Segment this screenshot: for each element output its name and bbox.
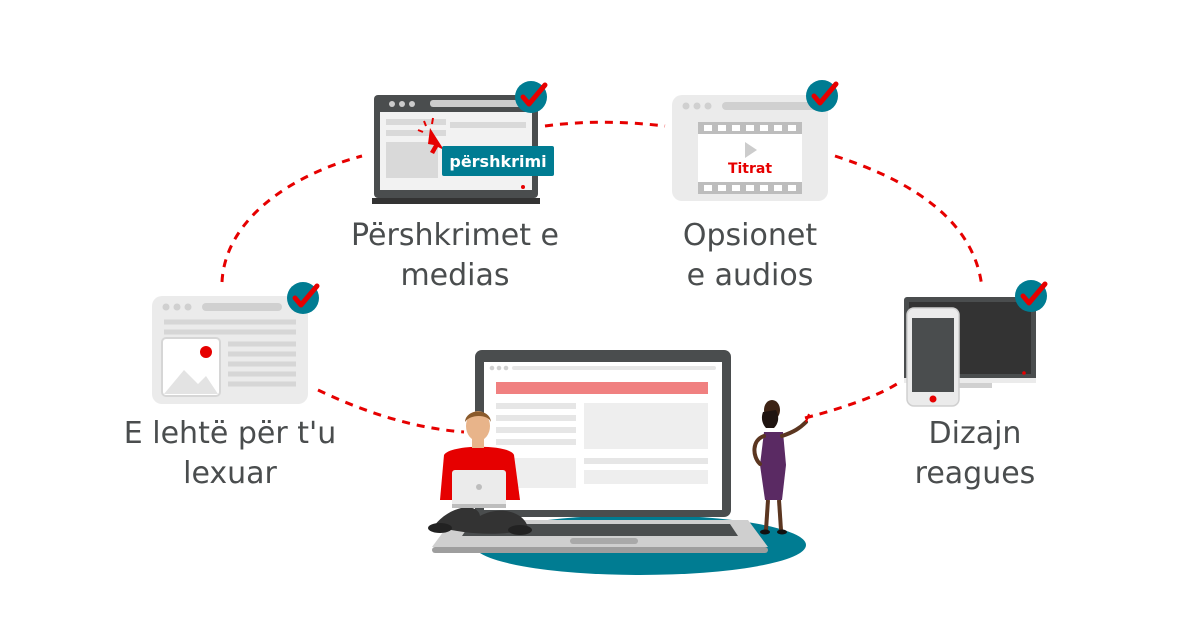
- label-line: Opsionet: [682, 218, 818, 253]
- tooltip-box: [442, 146, 554, 176]
- caption-text: Titrat: [728, 161, 772, 177]
- image-placeholder-icon: [161, 337, 221, 397]
- audio-window-illustration: Titrat: [672, 80, 838, 201]
- label-line: lexuar: [183, 456, 277, 491]
- connector-audio-to-responsive: [834, 154, 984, 289]
- checkmark-badge-icon: [806, 80, 838, 112]
- dashed-connectors: [220, 120, 984, 434]
- audio-options-label: Opsionet e audios: [640, 216, 860, 296]
- connector-laptop-to-responsive: [804, 380, 901, 420]
- responsive-design-label: Dizajn reagues: [860, 414, 1090, 494]
- cursor-click-icon: [417, 117, 444, 154]
- standing-person: [752, 400, 810, 535]
- connector-media-to-audio: [544, 120, 666, 128]
- play-icon: [745, 142, 757, 158]
- label-line: Përshkrimet e: [351, 218, 559, 253]
- easy-to-read-label: E lehtë për t'u lexuar: [100, 414, 360, 494]
- label-line: medias: [400, 258, 510, 293]
- label-line: E lehtë për t'u: [123, 416, 337, 451]
- connector-read-to-media: [220, 154, 363, 283]
- label-line: Dizajn: [928, 416, 1022, 451]
- readable-window-illustration: [152, 282, 319, 404]
- seated-person: [428, 411, 532, 535]
- media-descriptions-label: Përshkrimet e medias: [330, 216, 580, 296]
- tooltip-text: përshkrimi: [449, 152, 546, 171]
- media-monitor-illustration: përshkrimi: [372, 81, 554, 204]
- checkmark-badge-icon: [515, 81, 547, 113]
- responsive-devices-illustration: [904, 280, 1047, 407]
- central-laptop-scene: [428, 350, 810, 575]
- label-line: reagues: [914, 456, 1036, 491]
- checkmark-badge-icon: [1015, 280, 1047, 312]
- connector-read-to-laptop: [317, 388, 465, 434]
- checkmark-badge-icon: [287, 282, 319, 314]
- label-line: e audios: [686, 258, 814, 293]
